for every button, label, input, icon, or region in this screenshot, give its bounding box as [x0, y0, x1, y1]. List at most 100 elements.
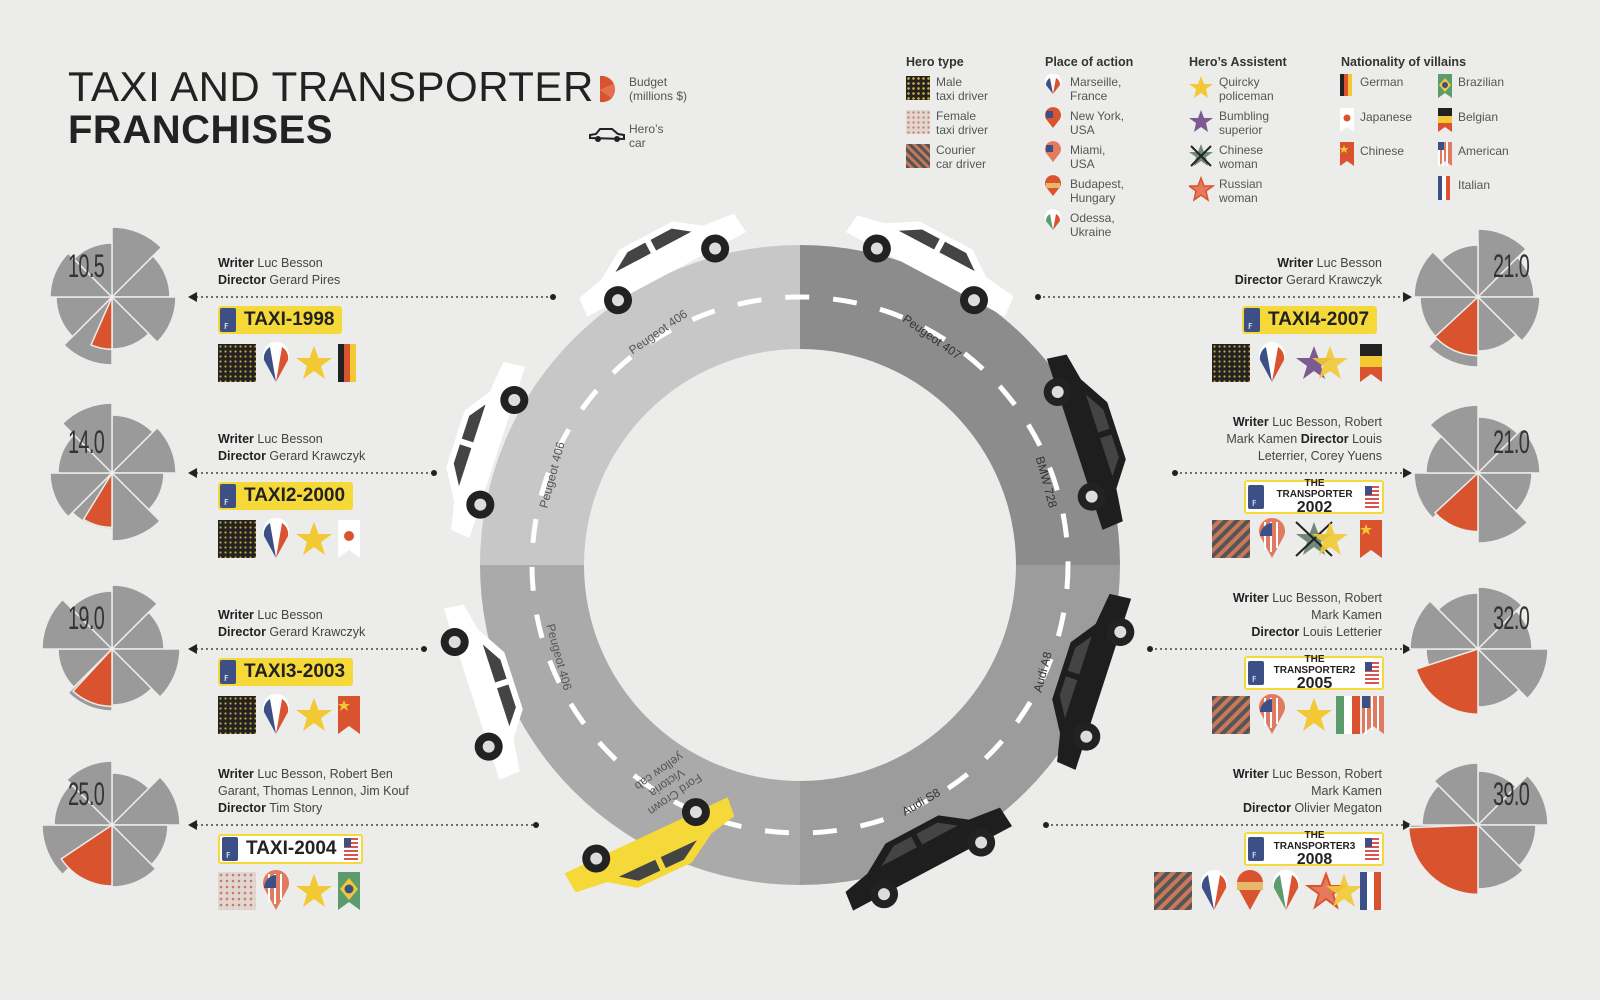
budget-taxi3: 19.0: [68, 600, 105, 636]
legend-japanese: Japanese: [1360, 110, 1413, 124]
rose-wedge: [1440, 244, 1479, 299]
rose-budget-wedge: [1415, 647, 1479, 715]
legend-marseille: Marseille, France: [1070, 75, 1122, 103]
rose-wedge: [110, 426, 177, 474]
budget-taxi4: 21.0: [1493, 248, 1530, 284]
legend-brazilian: Brazilian: [1458, 75, 1505, 89]
legend-chinese: Chinese: [1360, 144, 1405, 158]
legend-odessa: Odessa, Ukraine: [1070, 211, 1115, 239]
credits-taxi2004: Writer Luc Besson, Robert Ben Garant, Th…: [218, 767, 409, 815]
rose-wedge: [1413, 472, 1480, 520]
rose-wedge: [69, 590, 113, 651]
legend-hero-type-heading: Hero type: [906, 55, 964, 69]
legend-assistant-heading: Hero’s Assistent: [1189, 55, 1287, 69]
rose-wedge: [1413, 250, 1480, 298]
budget-tr1: 21.0: [1493, 424, 1530, 460]
legend-chinese-woman: Chinese woman: [1219, 143, 1264, 171]
budget-rose-tr1: [1413, 404, 1541, 544]
legend-villains-heading: Nationality of villains: [1341, 55, 1467, 69]
legend-courier-driver: Courier car driver: [936, 143, 987, 171]
plate-taxi2: TAXI2-2000: [218, 482, 354, 510]
legend-bumbling-superior: Bumbling superior: [1219, 109, 1270, 137]
rose-budget-wedge: [1407, 824, 1479, 896]
credits-taxi3: Writer Luc Besson Director Gerard Krawcz…: [218, 608, 366, 639]
budget-rose-taxi1: [49, 226, 177, 366]
icons-tr1: [1212, 518, 1382, 558]
legend-german: German: [1360, 75, 1404, 89]
courier-driver-swatch: [906, 144, 930, 168]
legend-belgian: Belgian: [1458, 110, 1499, 124]
credits-tr2: Writer Luc Besson, Robert Mark Kamen Dir…: [1232, 591, 1382, 639]
plate-taxi2004: TAXI-2004: [218, 834, 364, 864]
place-pin-icons: [1045, 74, 1061, 230]
title-line-2: FRANCHISES: [68, 108, 334, 152]
assistant-star-icons: [1189, 76, 1215, 202]
budget-rose-tr2: [1409, 586, 1549, 715]
rose-budget-wedge: [60, 823, 113, 887]
budget-rose-taxi2: [49, 402, 177, 542]
page-title: TAXI AND TRANSPORTER FRANCHISES: [68, 63, 594, 152]
legend-quircky-policeman: Quircky policeman: [1219, 75, 1274, 103]
rose-wedge: [111, 471, 162, 542]
rose-budget-wedge: [71, 647, 113, 708]
rose-wedge: [111, 584, 159, 651]
icons-taxi3: [218, 694, 360, 734]
rose-wedge: [1477, 228, 1528, 299]
budget-tr3: 39.0: [1493, 776, 1530, 812]
rose-wedge: [1477, 586, 1523, 651]
rose-wedge: [1477, 471, 1529, 544]
plate-taxi1: TAXI-1998: [218, 306, 343, 334]
rose-wedge: [1476, 774, 1549, 826]
rose-wedge: [110, 296, 177, 344]
car-key-label: Hero’s car: [629, 122, 664, 150]
rose-wedge: [1428, 404, 1479, 475]
rose-wedge: [49, 472, 114, 518]
female-driver-swatch: [906, 110, 930, 134]
credits-tr1: Writer Luc Besson, Robert Mark Kamen Dir…: [1226, 415, 1382, 463]
legend-american: American: [1458, 144, 1509, 158]
legend-miami: Miami, USA: [1070, 143, 1106, 171]
legend-russian-woman: Russian woman: [1219, 177, 1263, 205]
rose-wedge: [41, 598, 114, 650]
icons-taxi2004: [218, 870, 360, 910]
rose-wedge: [72, 242, 113, 299]
icons-tr3: [1154, 870, 1381, 910]
credits-taxi2: Writer Luc Besson Director Gerard Krawcz…: [218, 432, 366, 463]
rose-budget-wedge: [82, 470, 113, 529]
rose-wedge: [49, 252, 114, 298]
villain-flag-icons: [1340, 74, 1452, 200]
rose-wedge: [111, 823, 157, 888]
title-line-1: TAXI AND TRANSPORTER: [68, 63, 594, 110]
legend-place-heading: Place of action: [1045, 55, 1134, 69]
rose-wedge: [1476, 296, 1541, 342]
rose-budget-wedge: [1433, 295, 1479, 357]
rose-wedge: [1409, 599, 1480, 650]
budget-key-label: Budget (millions $): [629, 75, 688, 103]
budget-rose-taxi2004: [41, 760, 181, 888]
rose-wedge: [1433, 762, 1479, 827]
rose-budget-wedge: [1433, 471, 1479, 533]
rose-wedge: [1476, 648, 1549, 700]
budget-taxi1: 10.5: [68, 248, 105, 284]
rose-wedge: [110, 775, 181, 826]
rose-wedge: [1437, 592, 1479, 651]
male-driver-swatch: [906, 76, 930, 100]
legend-italian: Italian: [1458, 178, 1491, 192]
rose-budget-wedge: [90, 296, 113, 351]
budget-tr2: 32.0: [1493, 600, 1530, 636]
icons-taxi4: [1212, 342, 1382, 382]
icons-taxi1: [218, 342, 356, 382]
budget-rose-taxi4: [1413, 228, 1541, 368]
rose-wedge: [110, 648, 181, 699]
legend-new-york: New York, USA: [1070, 109, 1125, 137]
legend-budapest: Budapest, Hungary: [1070, 177, 1125, 205]
credits-tr3: Writer Luc Besson, Robert Mark Kamen Dir…: [1232, 767, 1382, 815]
rose-wedge: [1476, 428, 1541, 474]
icons-taxi2: [218, 518, 360, 558]
rose-wedge: [111, 226, 163, 299]
